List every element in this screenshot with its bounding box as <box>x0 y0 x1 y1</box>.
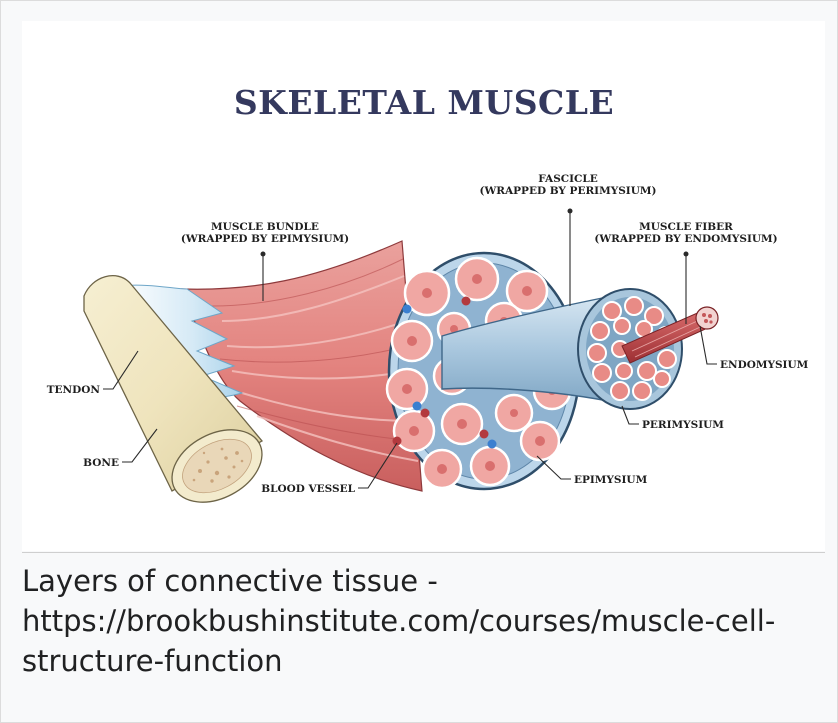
label-fascicle: FASCICLE <box>538 173 598 185</box>
label-tendon: TENDON <box>47 384 101 396</box>
label-fascicle-sub: (WRAPPED BY PERIMYSIUM) <box>480 185 657 197</box>
figure-caption: Layers of connective tissue - https://br… <box>22 561 822 681</box>
label-muscle-bundle-sub: (WRAPPED BY EPIMYSIUM) <box>181 233 349 245</box>
label-muscle-bundle: MUSCLE BUNDLE <box>211 221 319 233</box>
diagram-title: SKELETAL MUSCLE <box>234 83 614 122</box>
label-muscle-fiber: MUSCLE FIBER <box>639 221 733 233</box>
diagram-svg: SKELETAL MUSCLE <box>22 21 825 551</box>
label-epimysium: EPIMYSIUM <box>574 474 648 486</box>
label-perimysium: PERIMYSIUM <box>642 419 724 431</box>
skeletal-muscle-diagram: SKELETAL MUSCLE <box>22 21 825 551</box>
label-endomysium: ENDOMYSIUM <box>720 359 809 371</box>
caption-divider <box>22 552 825 553</box>
label-muscle-fiber-sub: (WRAPPED BY ENDOMYSIUM) <box>594 233 777 245</box>
endomysium-end <box>696 307 718 329</box>
label-bone: BONE <box>83 457 119 469</box>
label-blood-vessel: BLOOD VESSEL <box>261 483 355 495</box>
